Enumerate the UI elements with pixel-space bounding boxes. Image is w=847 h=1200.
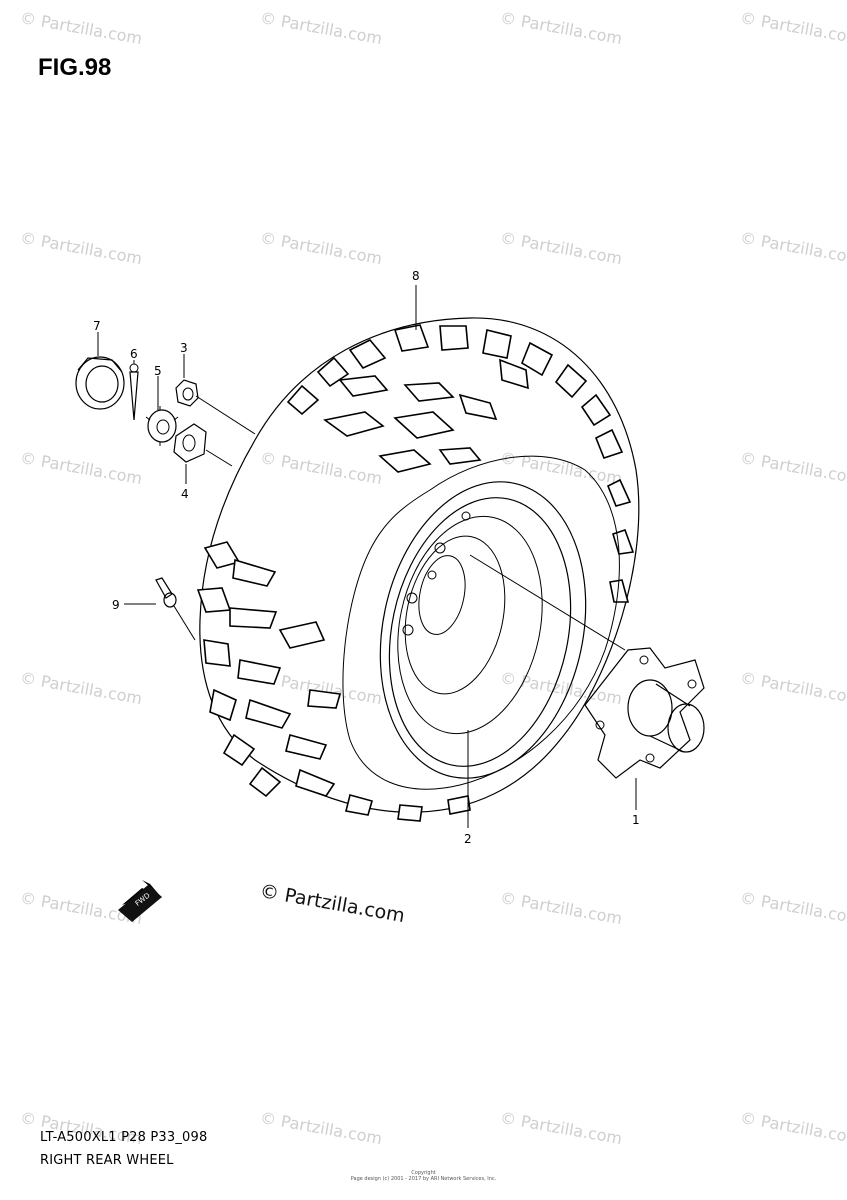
valve-drawing (155, 577, 196, 641)
hub-cap-drawing (75, 356, 125, 410)
figure-caption: RIGHT REAR WHEEL (40, 1153, 174, 1168)
callout-7: 7 (93, 319, 101, 333)
cotter-pin-drawing (129, 363, 139, 421)
washer-drawing (145, 406, 179, 446)
hub-drawing (469, 554, 705, 779)
figure-title: FIG.98 (38, 54, 112, 81)
copyright-line1: Copyright (411, 1170, 436, 1176)
callout-9: 9 (112, 598, 120, 612)
nut-drawing (175, 379, 199, 407)
copyright-notice: Copyright Page design (c) 2001 - 2017 by… (0, 1170, 847, 1182)
copyright-line2: Page design (c) 2001 - 2017 by ARI Netwo… (350, 1176, 497, 1182)
callout-6: 6 (130, 347, 138, 361)
rim-drawing (379, 481, 587, 779)
tire-drawing (196, 317, 640, 822)
callout-8: 8 (412, 269, 420, 283)
callout-2: 2 (464, 832, 472, 846)
forward-arrow-icon: FWD (118, 880, 162, 922)
callout-1: 1 (632, 813, 640, 827)
callout-3: 3 (180, 341, 188, 355)
model-code: LT-A500XL1 P28 P33_098 (40, 1130, 208, 1145)
callout-4: 4 (181, 487, 189, 501)
plate-drawing (173, 423, 207, 463)
callout-5: 5 (154, 364, 162, 378)
